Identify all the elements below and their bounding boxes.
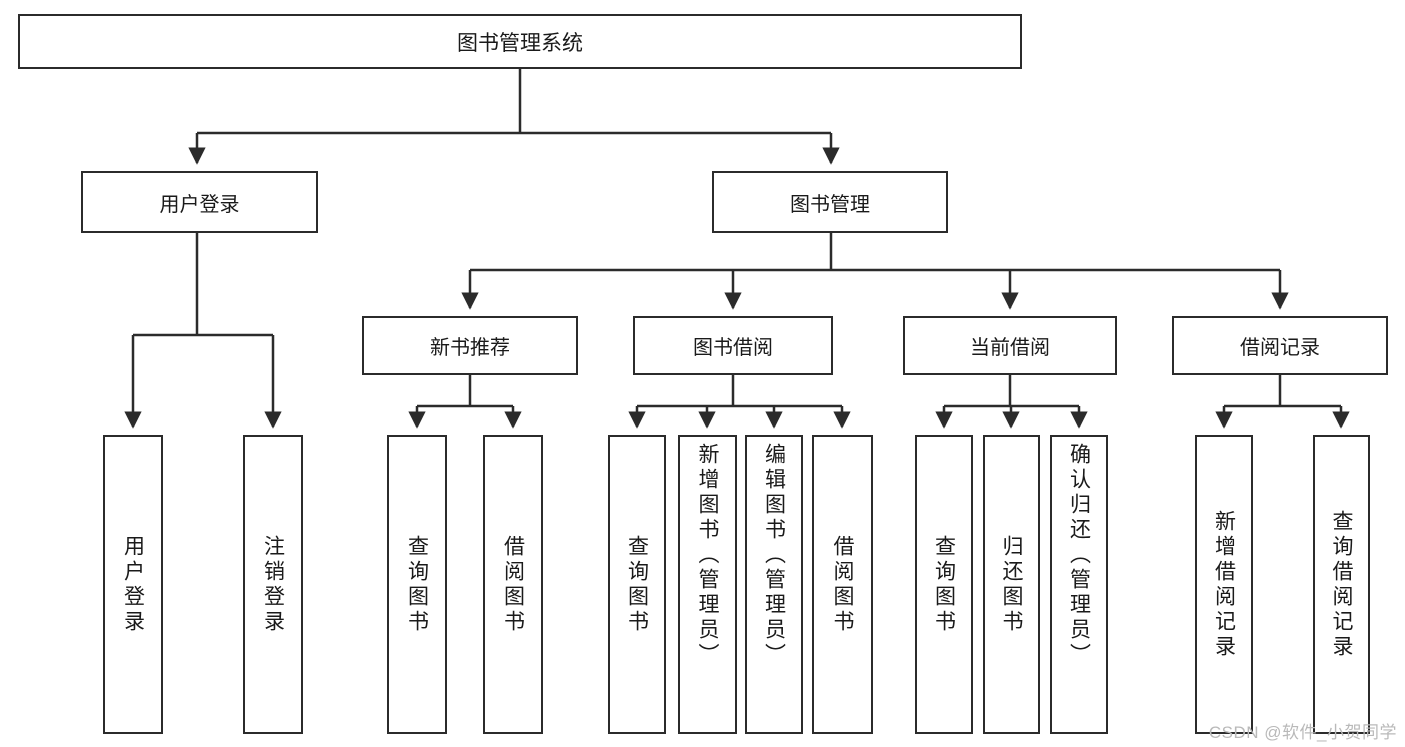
- node-root[interactable]: 图书管理系统: [18, 14, 1022, 69]
- leaf-nb-borrow-book[interactable]: 借阅图书: [483, 435, 543, 734]
- leaf-user-login[interactable]: 用户登录: [103, 435, 163, 734]
- leaf-nb-search-book-label: 查询图书: [405, 534, 429, 635]
- leaf-bw-search-book[interactable]: 查询图书: [608, 435, 666, 734]
- leaf-br-search-record-label: 查询借阅记录: [1330, 509, 1353, 660]
- watermark: CSDN @软件_小贺同学: [1208, 723, 1397, 742]
- leaf-bw-borrow-book[interactable]: 借阅图书: [812, 435, 873, 734]
- node-book-management[interactable]: 图书管理: [712, 171, 948, 233]
- node-new-book-recommend-label: 新书推荐: [430, 337, 510, 359]
- node-borrow-record[interactable]: 借阅记录: [1172, 316, 1388, 375]
- leaf-cb-search-book-label: 查询图书: [932, 534, 956, 635]
- node-root-label: 图书管理系统: [457, 31, 583, 55]
- node-user-login[interactable]: 用户登录: [81, 171, 318, 233]
- leaf-nb-search-book[interactable]: 查询图书: [387, 435, 447, 734]
- leaf-cb-confirm-return-admin[interactable]: 确认归还（管理员）: [1050, 435, 1108, 734]
- leaf-cb-search-book[interactable]: 查询图书: [915, 435, 973, 734]
- node-new-book-recommend[interactable]: 新书推荐: [362, 316, 578, 375]
- leaf-nb-borrow-book-label: 借阅图书: [501, 534, 525, 635]
- leaf-cb-return-book-label: 归还图书: [1000, 534, 1023, 635]
- leaf-br-add-record-label: 新增借阅记录: [1212, 509, 1236, 660]
- leaf-bw-search-book-label: 查询图书: [625, 534, 649, 635]
- node-borrow-record-label: 借阅记录: [1240, 337, 1320, 359]
- leaf-logout-label: 注销登录: [261, 534, 285, 635]
- node-current-borrow-label: 当前借阅: [970, 337, 1050, 359]
- leaf-bw-add-book-admin[interactable]: 新增图书（管理员）: [678, 435, 737, 734]
- leaf-cb-return-book[interactable]: 归还图书: [983, 435, 1040, 734]
- leaf-bw-borrow-book-label: 借阅图书: [831, 534, 854, 635]
- leaf-cb-confirm-return-admin-label: 确认归还（管理员）: [1067, 443, 1091, 668]
- node-book-borrow[interactable]: 图书借阅: [633, 316, 833, 375]
- leaf-logout[interactable]: 注销登录: [243, 435, 303, 734]
- leaf-bw-edit-book-admin-label: 编辑图书（管理员）: [762, 443, 786, 668]
- leaf-br-add-record[interactable]: 新增借阅记录: [1195, 435, 1253, 734]
- node-user-login-label: 用户登录: [159, 193, 240, 216]
- node-book-borrow-label: 图书借阅: [693, 337, 773, 359]
- leaf-bw-add-book-admin-label: 新增图书（管理员）: [696, 443, 719, 668]
- leaf-br-search-record[interactable]: 查询借阅记录: [1313, 435, 1370, 734]
- leaf-bw-edit-book-admin[interactable]: 编辑图书（管理员）: [745, 435, 803, 734]
- node-book-management-label: 图书管理: [790, 193, 870, 216]
- node-current-borrow[interactable]: 当前借阅: [903, 316, 1117, 375]
- leaf-user-login-label: 用户登录: [121, 534, 145, 635]
